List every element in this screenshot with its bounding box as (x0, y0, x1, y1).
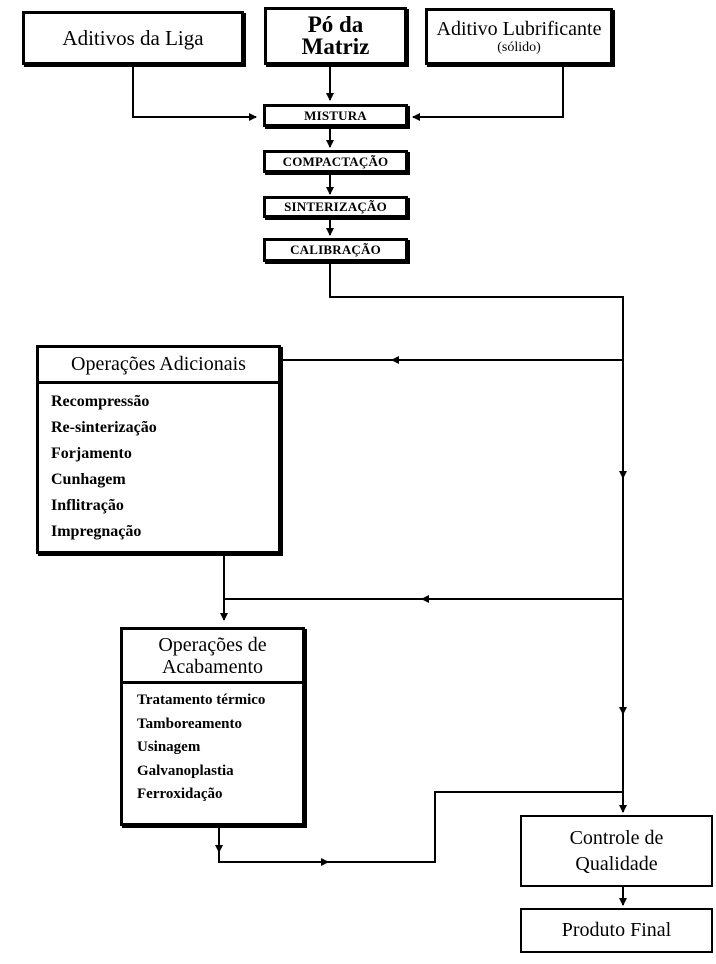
quality-control-box: Controle de Qualidade (520, 815, 713, 887)
alloy-additives-label: Aditivos da Liga (62, 25, 204, 50)
finishing-operations-title: Operações de Acabamento (123, 630, 302, 684)
arrow-lubricant-to-mixing (412, 65, 564, 121)
additional-operations-list: Recompressão Re-sinterização Forjamento … (39, 384, 278, 545)
sintering-step: SINTERIZAÇÃO (263, 196, 408, 218)
quality-control-line-2: Qualidade (575, 853, 658, 875)
sintering-label: SINTERIZAÇÃO (284, 199, 387, 214)
final-product-label: Produto Final (561, 919, 672, 941)
mixing-label: MISTURA (304, 107, 367, 123)
calibration-step: CALIBRAÇÃO (263, 238, 408, 262)
list-item: Tratamento térmico (137, 692, 266, 708)
mixing-step: MISTURA (263, 104, 408, 127)
quality-control-line-1: Controle de (569, 827, 664, 849)
list-item: Impregnação (51, 523, 142, 540)
matrix-powder-box: Pó da Matriz (264, 7, 407, 65)
compaction-step: COMPACTAÇÃO (263, 150, 408, 173)
list-item: Usinagem (137, 739, 201, 755)
list-item: Cunhagem (51, 471, 126, 488)
line-calibration-to-trunk (329, 262, 624, 808)
finishing-operations-list: Tratamento térmico Tamboreamento Usinage… (123, 684, 302, 807)
additional-operations-box: Operações Adicionais Recompressão Re-sin… (36, 345, 281, 554)
list-item: Ferroxidação (137, 786, 223, 802)
arrow-alloy-to-mixing (132, 65, 257, 121)
lubricant-note: (sólido) (497, 39, 541, 55)
matrix-powder-line-2: Matriz (301, 34, 370, 59)
list-item: Forjamento (51, 445, 132, 462)
alloy-additives-box: Aditivos da Liga (22, 11, 244, 65)
final-product-box: Produto Final (520, 908, 713, 953)
compaction-label: COMPACTAÇÃO (282, 153, 389, 169)
list-item: Galvanoplastia (137, 762, 234, 779)
finishing-title-line-1: Operações de (158, 634, 267, 656)
list-item: Tamboreamento (137, 715, 242, 732)
finishing-operations-box: Operações de Acabamento Tratamento térmi… (120, 627, 305, 826)
additional-operations-title: Operações Adicionais (39, 348, 278, 384)
list-item: Re-sinterização (51, 419, 157, 436)
lubricant-additive-label: Aditivo Lubrificante (436, 17, 602, 40)
calibration-label: CALIBRAÇÃO (290, 242, 381, 257)
list-item: Recompressão (51, 393, 150, 410)
list-item: Inflitração (51, 497, 124, 514)
matrix-powder-line-1: Pó da (307, 12, 364, 37)
finishing-title-line-2: Acabamento (161, 656, 264, 678)
lubricant-additive-box: Aditivo Lubrificante (sólido) (425, 8, 613, 65)
